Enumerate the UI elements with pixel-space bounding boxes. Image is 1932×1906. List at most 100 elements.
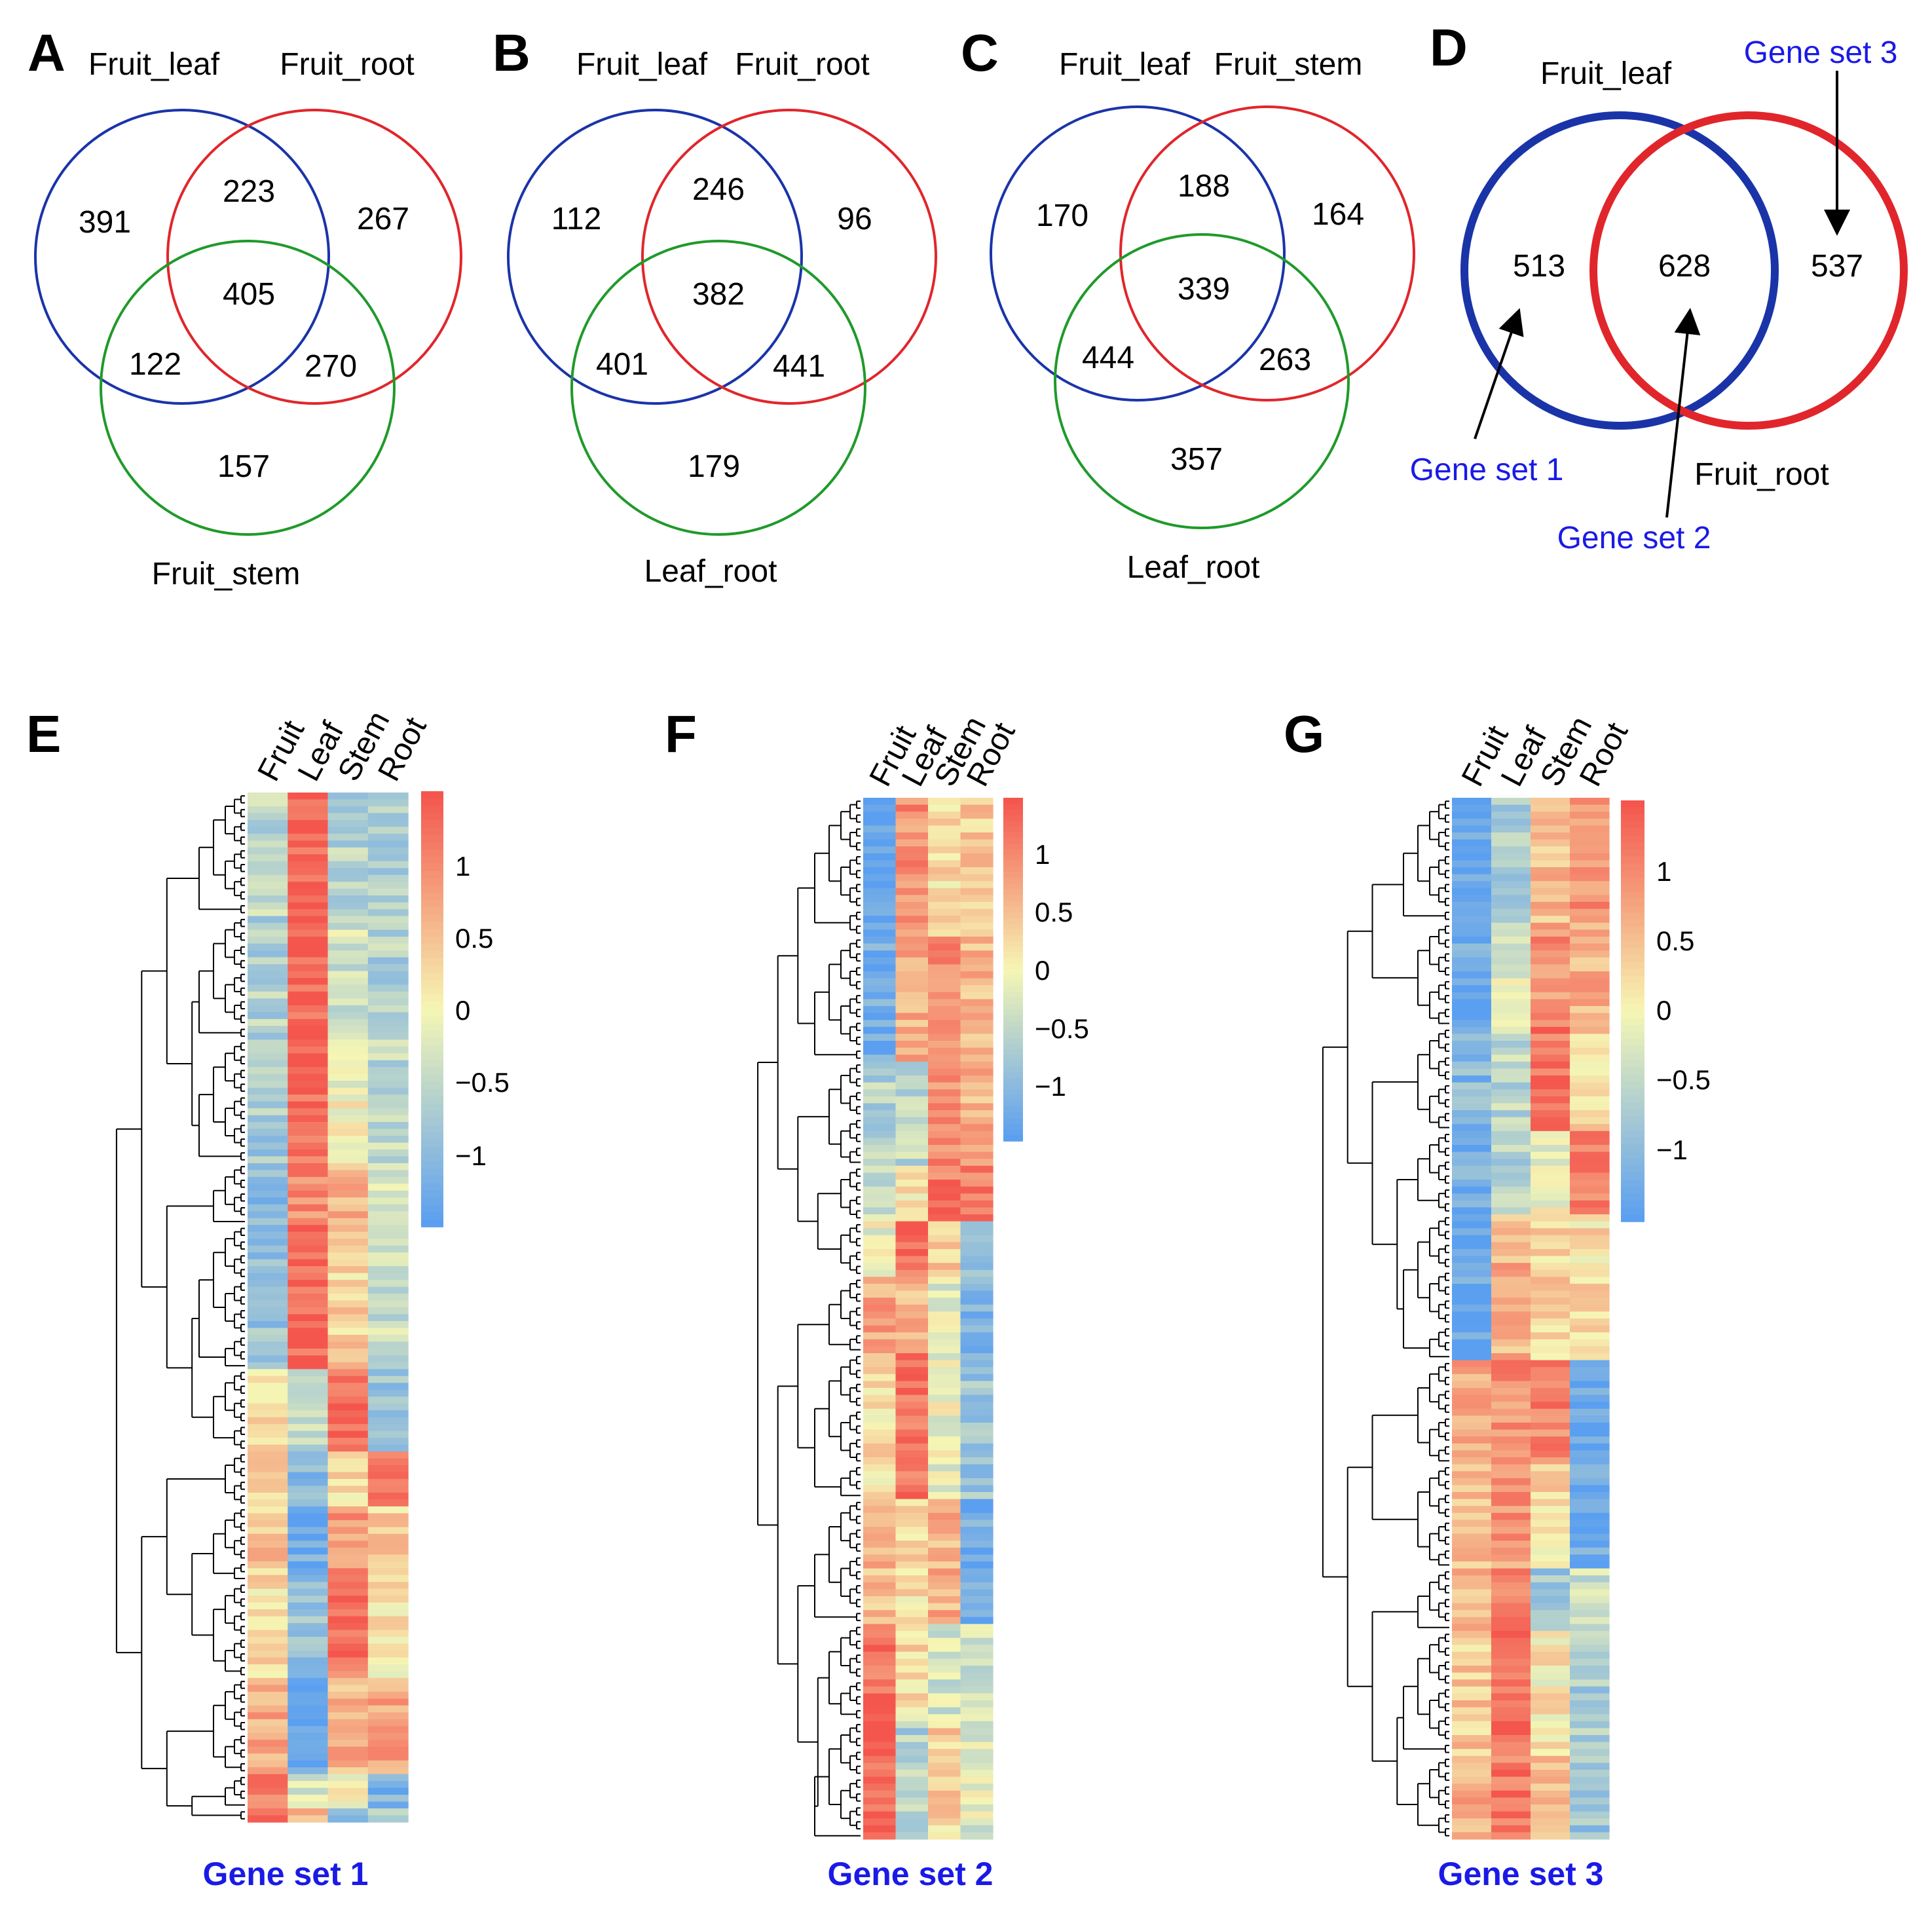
color-key-step [1621, 828, 1644, 836]
heatmap-cell [1570, 1499, 1610, 1506]
heatmap-cell [1570, 1207, 1610, 1215]
heatmap-cell [1531, 950, 1570, 958]
heatmap-cell [895, 1041, 929, 1049]
heatmap-cell [1570, 1200, 1610, 1208]
heatmap-cell [327, 1039, 369, 1047]
heatmap-cell [327, 1294, 369, 1301]
heatmap-cell [327, 1410, 369, 1418]
color-key-step [1003, 1118, 1023, 1125]
color-key-step [421, 1096, 443, 1104]
heatmap-cell [1531, 1124, 1570, 1132]
heatmap-cell [895, 943, 929, 951]
heatmap-cell [960, 1610, 994, 1618]
heatmap-cell [863, 1672, 897, 1680]
heatmap-cell [863, 1311, 897, 1319]
heatmap-cell [248, 1259, 288, 1267]
heatmap-cell [863, 1228, 897, 1236]
venn-panel-d: D Fruit_leaf Fruit_root 513 628 537 Gene… [1410, 18, 1908, 555]
heatmap-cell [288, 1115, 329, 1123]
color-key-step [1621, 870, 1644, 878]
heatmap-cell [960, 1415, 994, 1423]
heatmap-cell [1570, 916, 1610, 924]
heatmap-cell [367, 1060, 409, 1068]
heatmap-cell [895, 1436, 929, 1444]
heatmap-cell [863, 1797, 897, 1805]
heatmap-cell [288, 1252, 329, 1260]
heatmap-cells [863, 798, 994, 1840]
heatmap-cell [1570, 1478, 1610, 1486]
heatmap-cell [1531, 1499, 1570, 1506]
heatmap-cell [1531, 1006, 1570, 1014]
heatmap-caption: Gene set 3 [1438, 1856, 1604, 1892]
heatmap-cell [288, 1334, 329, 1342]
heatmap-cell [863, 1277, 897, 1284]
region-count: 246 [692, 172, 745, 207]
heatmap-cell [928, 902, 961, 910]
heatmap-cell [1570, 1186, 1610, 1194]
heatmap-cell [895, 1429, 929, 1437]
heatmap-cell [288, 819, 329, 827]
color-key-step [421, 1197, 443, 1206]
color-key-step [1621, 920, 1644, 927]
heatmap-cell [1452, 1332, 1492, 1340]
heatmap-cell [928, 1610, 961, 1618]
heatmap-cell [1452, 1423, 1492, 1430]
heatmap-cell [960, 1450, 994, 1458]
heatmap-cell [1531, 1506, 1570, 1514]
heatmap-cell [248, 1506, 288, 1514]
heatmap-cell [863, 1318, 897, 1326]
heatmap-cell [1531, 1582, 1570, 1590]
heatmap-cell [288, 1129, 329, 1136]
heatmap-cell [248, 1533, 288, 1541]
set-label-2: Fruit_root [1694, 457, 1829, 492]
heatmap-cell [1570, 1797, 1610, 1805]
heatmap-cell [248, 1018, 288, 1026]
heatmap-cell [327, 1533, 369, 1541]
heatmap-cell [248, 1719, 288, 1727]
heatmap-cell [960, 1749, 994, 1757]
heatmap-cell [327, 1067, 369, 1075]
heatmap-cell [1531, 825, 1570, 833]
heatmap-cell [327, 1396, 369, 1404]
heatmap-cell [1531, 1784, 1570, 1791]
color-key-step [1621, 877, 1644, 886]
heatmap-cell [248, 1602, 288, 1610]
heatmap-cell [1570, 1159, 1610, 1167]
heatmap-cell [895, 1832, 929, 1840]
color-key-step [421, 827, 443, 836]
heatmap-cell [863, 1013, 897, 1020]
heatmap-cell [895, 1151, 929, 1159]
color-key-step [421, 922, 443, 930]
heatmap-cell [863, 1242, 897, 1250]
heatmap-cell [1491, 1423, 1531, 1430]
heatmap-cell [863, 964, 897, 972]
heatmap-cell [1531, 1436, 1570, 1444]
heatmap-cell [863, 1332, 897, 1340]
color-key: 10.50−0.5−1 [1003, 798, 1089, 1142]
heatmap-cell [248, 1012, 288, 1020]
heatmap-cell [327, 1746, 369, 1754]
heatmap-cell [1491, 860, 1531, 868]
heatmap-cell [1491, 1776, 1531, 1784]
heatmap-cell [960, 1770, 994, 1778]
heatmap-cell [248, 1204, 288, 1212]
heatmap-cell [863, 1034, 897, 1041]
heatmap-cell [367, 984, 409, 992]
heatmap-cell [1452, 1214, 1492, 1222]
color-key-step [1621, 1102, 1644, 1110]
heatmap-cell [327, 1348, 369, 1356]
heatmap-cell [928, 1145, 961, 1153]
heatmap-cell [248, 1211, 288, 1219]
heatmap-cell [327, 1760, 369, 1768]
heatmap-cell [1570, 1055, 1610, 1062]
heatmap-cell [248, 1541, 288, 1548]
color-key-step [1621, 954, 1644, 963]
heatmap-cell [327, 1444, 369, 1452]
heatmap-cell [1570, 1214, 1610, 1222]
heatmap-cell [960, 1221, 994, 1229]
heatmap-cell [367, 1561, 409, 1569]
set-label-1: Fruit_leaf [576, 47, 708, 82]
heatmap-cell [928, 943, 961, 951]
heatmap-cell [248, 1087, 288, 1095]
heatmap-cell [1452, 929, 1492, 937]
